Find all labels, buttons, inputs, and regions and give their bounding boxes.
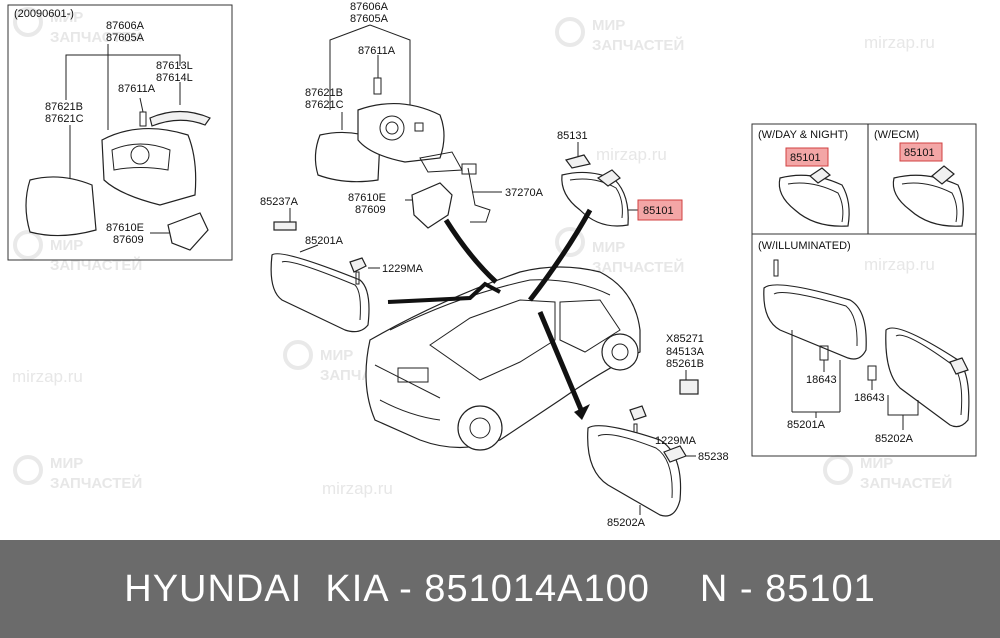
watermark-brand-line1: МИР bbox=[592, 239, 625, 256]
watermark-brand: МИР ЗАПЧАСТЕЙ bbox=[555, 17, 684, 54]
mirror-clip bbox=[564, 154, 591, 169]
highlight-85101 bbox=[785, 147, 829, 167]
center-mirror-cover bbox=[411, 182, 453, 229]
inside-rearview-mirror: 85131 85101 bbox=[557, 130, 683, 227]
watermark-brand-line1: МИР bbox=[860, 455, 893, 472]
watermark-brand-line2: ЗАПЧАСТЕЙ bbox=[50, 256, 142, 274]
highlight-85101 bbox=[899, 142, 943, 162]
parts-diagram: МИР ЗАПЧАСТЕЙ МИР ЗАПЧАСТЕЙ МИР ЗАПЧАСТЕ… bbox=[7, 1, 977, 529]
watermark-brand: МИР ЗАПЧАСТЕЙ bbox=[13, 455, 142, 492]
turn-signal-lamp bbox=[149, 110, 211, 127]
watermark-site: mirzap.ru bbox=[12, 367, 83, 386]
callout-18643: 18643 bbox=[806, 374, 837, 386]
ecm-mirror bbox=[892, 174, 964, 227]
watermark-brand-line1: МИР bbox=[50, 237, 83, 254]
visor-label bbox=[679, 379, 699, 395]
inset-right: (W/DAY & NIGHT) (W/ECM) (W/ILLUMINATED) … bbox=[751, 123, 977, 457]
callout-85237a: 85237A bbox=[260, 196, 299, 208]
callout-85201a: 85201A bbox=[305, 235, 344, 247]
watermark-brand-line1: МИР bbox=[592, 17, 625, 34]
reference-number-text: N - 85101 bbox=[699, 567, 876, 610]
day-night-mirror bbox=[778, 174, 850, 227]
highlight-85101 bbox=[637, 199, 683, 221]
watermark-brand-line2: ЗАПЧАСТЕЙ bbox=[50, 28, 142, 46]
watermark-site: mirzap.ru bbox=[596, 145, 667, 164]
watermark-brand-line2: ЗАПЧАСТЕЙ bbox=[860, 474, 952, 492]
watermark-brand-line1: МИР bbox=[320, 347, 353, 364]
sun-visor-left: 85237A 85201A 1229MA bbox=[260, 196, 424, 333]
watermark-brand: МИР ЗАПЧАСТЕЙ bbox=[823, 455, 952, 492]
callout-1229ma: 1229MA bbox=[382, 263, 424, 275]
callout-1229ma: 1229MA bbox=[655, 435, 697, 447]
watermark-brand-line2: ЗАПЧАСТЕЙ bbox=[50, 474, 142, 492]
mirror-housing bbox=[101, 128, 197, 206]
wheel-front bbox=[601, 333, 639, 371]
watermark-brand: МИР ЗАПЧАСТЕЙ bbox=[555, 227, 684, 276]
callout-85202a: 85202A bbox=[875, 433, 914, 445]
variant-day-night-label: (W/DAY & NIGHT) bbox=[758, 129, 848, 141]
callout-87614l: 87614L bbox=[156, 72, 193, 84]
watermark-site: mirzap.ru bbox=[864, 33, 935, 52]
watermark-brand-line1: МИР bbox=[50, 455, 83, 472]
watermark-brand-line1: МИР bbox=[50, 9, 83, 26]
illuminated-visor-left bbox=[763, 284, 867, 360]
watermark-site: mirzap.ru bbox=[864, 255, 935, 274]
callout-87621b: 87621B bbox=[45, 101, 83, 113]
part-number-text: HYUNDAI KIA - 851014A100 bbox=[124, 567, 650, 610]
mirror-cover bbox=[167, 212, 209, 251]
variant-illuminated-label: (W/ILLUMINATED) bbox=[758, 240, 851, 252]
center-mirror-housing bbox=[357, 103, 445, 163]
callout-x85271: X85271 bbox=[666, 333, 704, 345]
wheel-rear bbox=[457, 405, 503, 451]
callout-87610e: 87610E bbox=[106, 222, 144, 234]
part-number-banner: HYUNDAI KIA - 851014A100 N - 85101 bbox=[0, 540, 1000, 638]
mirror-glass bbox=[25, 176, 97, 237]
callout-85201a: 85201A bbox=[787, 419, 826, 431]
callout-85101: 85101 bbox=[790, 152, 821, 164]
inset-left-frame bbox=[7, 4, 233, 261]
callout-87611a: 87611A bbox=[358, 45, 396, 57]
callout-87609: 87609 bbox=[113, 234, 144, 246]
callout-85261b: 85261B bbox=[666, 358, 704, 370]
callout-37270a: 37270A bbox=[505, 187, 544, 199]
outside-mirror-assembly: 87606A 87605A 87611A 87621B 87621C 87610… bbox=[305, 1, 544, 229]
callout-87610e: 87610E bbox=[348, 192, 386, 204]
callout-87621c: 87621C bbox=[45, 113, 84, 125]
inset-right-bottom-frame bbox=[751, 233, 977, 457]
callout-85101: 85101 bbox=[904, 147, 935, 159]
inset-left: (20090601-) 87606A 87605A 87613L 87614L … bbox=[7, 4, 233, 261]
callout-85202a: 85202A bbox=[607, 517, 646, 529]
callout-87606a: 87606A bbox=[350, 1, 389, 13]
variant-ecm-label: (W/ECM) bbox=[874, 129, 919, 141]
watermark-brand-line2: ЗАПЧАСТЕЙ bbox=[592, 36, 684, 54]
callout-18643: 18643 bbox=[854, 392, 885, 404]
callout-85101: 85101 bbox=[643, 205, 674, 217]
callout-87621c: 87621C bbox=[305, 99, 344, 111]
callout-85238: 85238 bbox=[698, 451, 729, 463]
vehicle-body bbox=[365, 266, 641, 449]
bulb-18643 bbox=[867, 365, 877, 381]
visor-bracket bbox=[629, 405, 647, 421]
visor-holder bbox=[273, 221, 297, 231]
callout-87621b: 87621B bbox=[305, 87, 343, 99]
watermark-site: mirzap.ru bbox=[322, 479, 393, 498]
inset-left-date-note: (20090601-) bbox=[14, 8, 74, 20]
callout-85131: 85131 bbox=[557, 130, 588, 142]
callout-87605a: 87605A bbox=[106, 32, 145, 44]
visor-panel-left bbox=[270, 253, 370, 333]
watermark-brand-line2: ЗАПЧАСТЕЙ bbox=[592, 258, 684, 276]
callout-87613l: 87613L bbox=[156, 60, 193, 72]
sun-visor-right: X85271 84513A 85261B 1229MA 85238 85202A bbox=[587, 333, 729, 529]
callout-87611a: 87611A bbox=[118, 83, 156, 95]
callout-84513a: 84513A bbox=[666, 346, 705, 358]
callout-87605a: 87605A bbox=[350, 13, 389, 25]
illuminated-visor-right bbox=[885, 327, 970, 428]
callout-87609: 87609 bbox=[355, 204, 386, 216]
vehicle-illustration bbox=[365, 208, 641, 451]
watermark-brand: МИР ЗАПЧАСТЕЙ bbox=[13, 7, 142, 46]
callout-87606a: 87606A bbox=[106, 20, 145, 32]
